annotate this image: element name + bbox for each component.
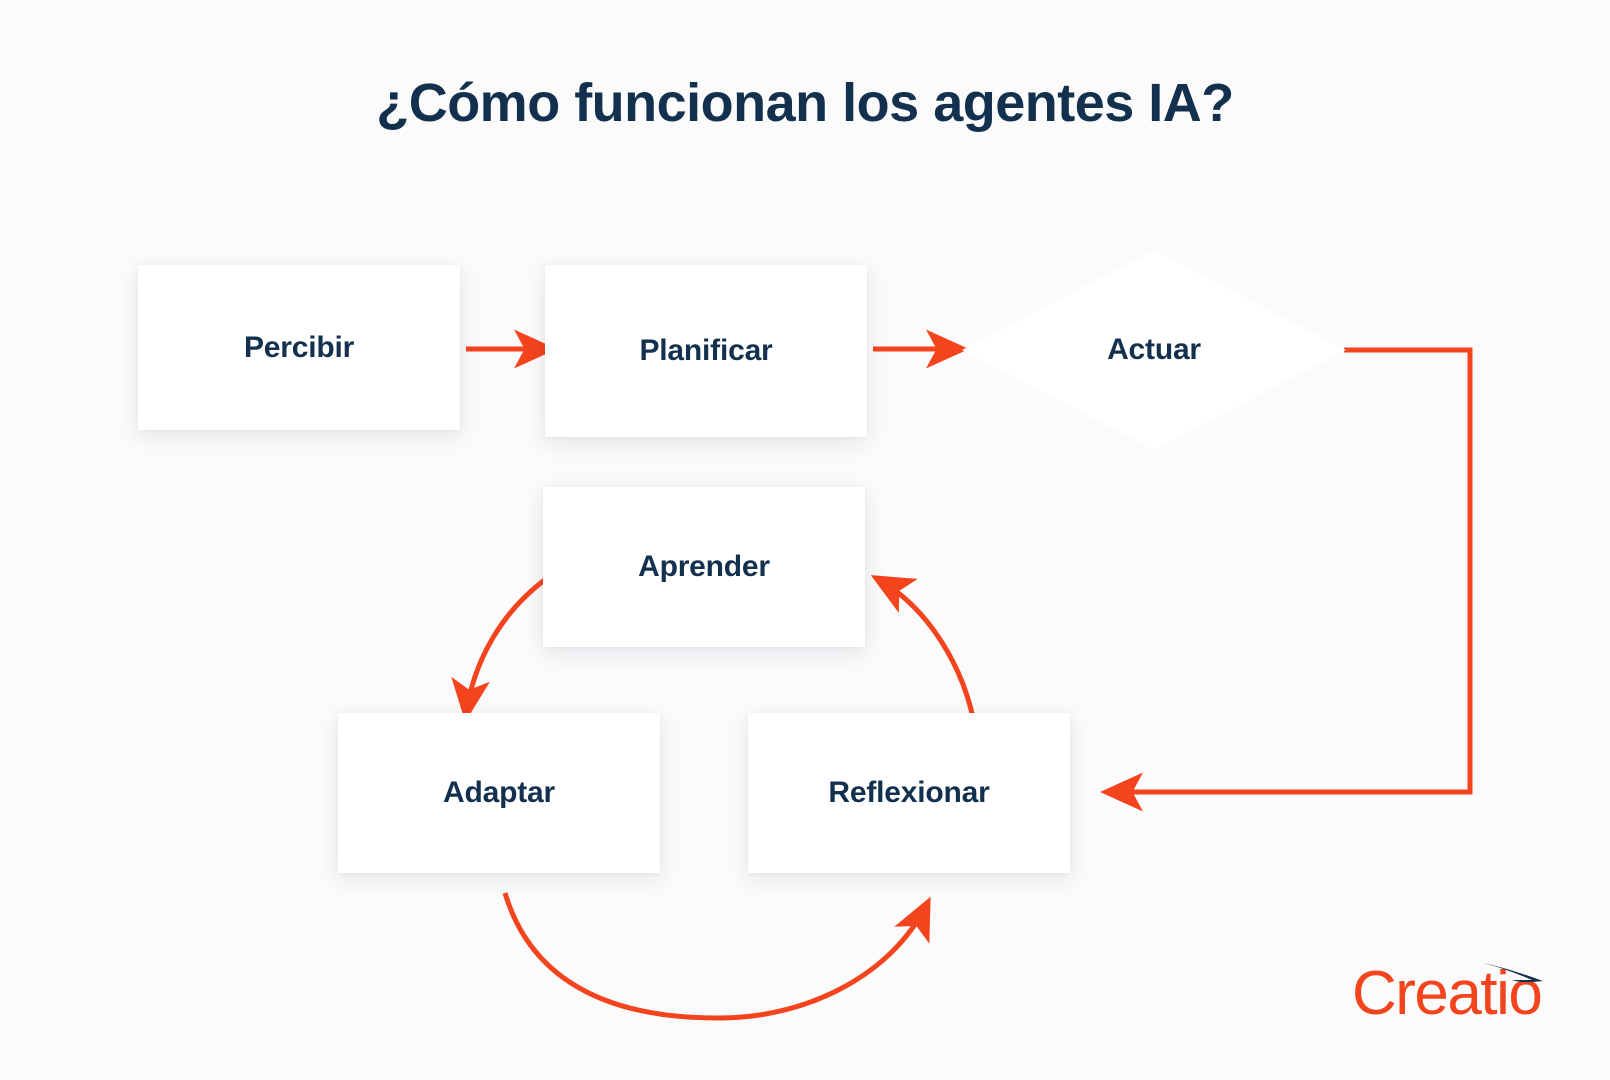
creatio-wordmark: Creatio bbox=[1352, 959, 1543, 1028]
node-adaptar-label: Adaptar bbox=[443, 776, 555, 809]
node-planificar[interactable]: Planificar bbox=[545, 265, 867, 437]
page-title: ¿Cómo funcionan los agentes IA? bbox=[376, 73, 1234, 133]
node-aprender-label: Aprender bbox=[638, 550, 770, 583]
node-reflexionar[interactable]: Reflexionar bbox=[748, 713, 1070, 873]
node-percibir[interactable]: Percibir bbox=[138, 265, 460, 430]
node-aprender[interactable]: Aprender bbox=[543, 487, 865, 647]
node-actuar-label-wrap: Actuar bbox=[962, 250, 1346, 450]
node-actuar[interactable]: Actuar bbox=[962, 250, 1346, 450]
swoosh-icon bbox=[1483, 963, 1543, 983]
node-reflexionar-label: Reflexionar bbox=[828, 776, 990, 809]
node-percibir-label: Percibir bbox=[243, 330, 355, 364]
node-actuar-label: Actuar bbox=[1107, 333, 1201, 366]
edge-reflexionar-to-aprender bbox=[870, 575, 978, 729]
node-planificar-label: Planificar bbox=[639, 334, 773, 367]
edge-adaptar-to-reflexionar bbox=[502, 892, 931, 1021]
node-adaptar[interactable]: Adaptar bbox=[338, 713, 660, 873]
creatio-logo: Creatio bbox=[1352, 945, 1572, 1025]
